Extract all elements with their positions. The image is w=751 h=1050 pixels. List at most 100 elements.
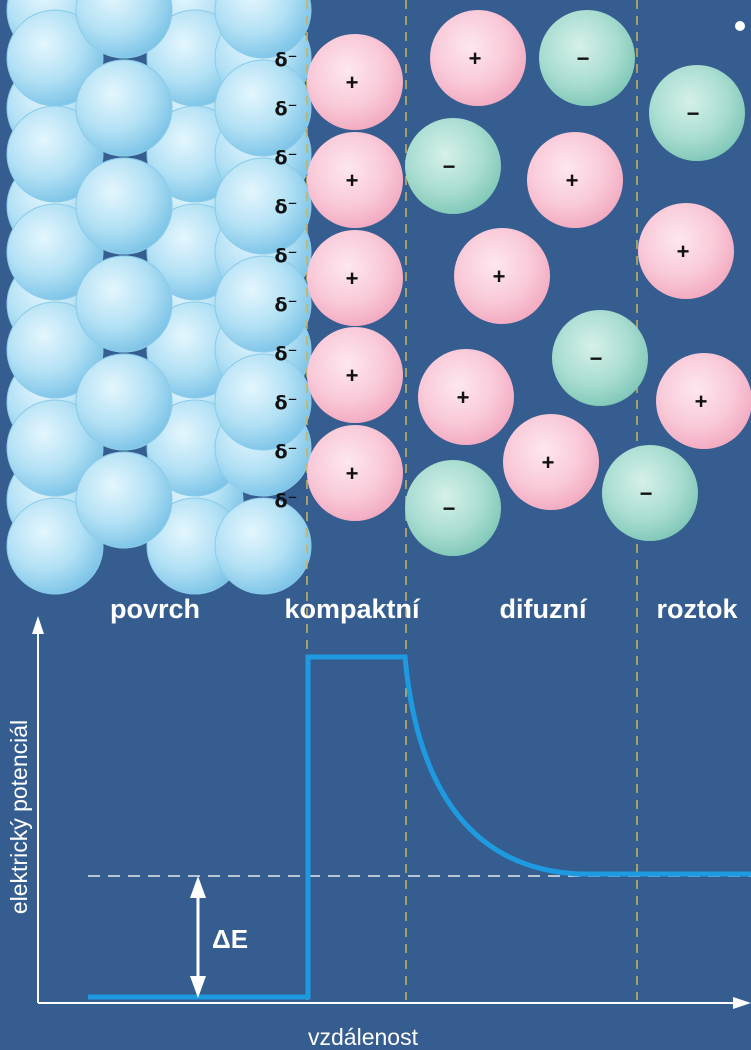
surface-charges: δ⁻ δ⁻ δ⁻ δ⁻ δ⁻ δ⁻ δ⁻ δ⁻ δ⁻ δ⁻ bbox=[274, 49, 297, 512]
anion-sphere bbox=[602, 445, 698, 541]
plus-sign: + bbox=[346, 168, 359, 193]
cation-sphere bbox=[307, 34, 403, 130]
electrode-sphere bbox=[214, 0, 312, 59]
electrode-sphere bbox=[214, 497, 312, 595]
electrode-sphere bbox=[6, 203, 104, 301]
potential-curve bbox=[88, 654, 751, 1000]
x-axis-arrow-icon bbox=[733, 997, 751, 1009]
plus-sign: + bbox=[457, 385, 470, 410]
electrode-surface bbox=[6, 0, 312, 595]
cation-sphere bbox=[307, 425, 403, 521]
cation-sphere bbox=[638, 203, 734, 299]
plus-sign: + bbox=[469, 46, 482, 71]
minus-sign: − bbox=[687, 101, 700, 126]
arrow-up-icon bbox=[190, 876, 206, 898]
electrode-sphere bbox=[75, 353, 173, 451]
cation: + bbox=[418, 349, 514, 445]
delta-minus-charge: δ⁻ bbox=[274, 392, 297, 414]
bullet-dot bbox=[735, 21, 745, 31]
plus-sign: + bbox=[566, 168, 579, 193]
cation: + bbox=[307, 132, 403, 228]
plot-axes bbox=[32, 616, 751, 1009]
cation: + bbox=[527, 132, 623, 228]
electrode-sphere bbox=[6, 497, 104, 595]
delta-minus-charge: δ⁻ bbox=[274, 245, 297, 267]
anion-sphere bbox=[552, 310, 648, 406]
delta-minus-charge: δ⁻ bbox=[274, 343, 297, 365]
anion: − bbox=[539, 10, 635, 106]
anion-sphere bbox=[405, 118, 501, 214]
cation: + bbox=[656, 353, 751, 449]
cation-sphere bbox=[527, 132, 623, 228]
plus-sign: + bbox=[542, 450, 555, 475]
minus-sign: − bbox=[443, 496, 456, 521]
electrode-sphere bbox=[75, 0, 173, 59]
zone-label-roztok: roztok bbox=[657, 594, 739, 624]
electrode-sphere bbox=[214, 255, 312, 353]
cation-sphere bbox=[307, 327, 403, 423]
cation-sphere bbox=[503, 414, 599, 510]
plus-sign: + bbox=[346, 70, 359, 95]
minus-sign: − bbox=[443, 154, 456, 179]
electrode-sphere bbox=[75, 157, 173, 255]
plus-sign: + bbox=[346, 363, 359, 388]
plus-sign: + bbox=[677, 239, 690, 264]
plus-sign: + bbox=[346, 461, 359, 486]
anion: − bbox=[405, 460, 501, 556]
anion: − bbox=[602, 445, 698, 541]
delta-e-label: ΔE bbox=[212, 924, 248, 954]
cation: + bbox=[307, 425, 403, 521]
anion-sphere bbox=[405, 460, 501, 556]
x-axis-label: vzdálenost bbox=[308, 1024, 419, 1050]
cation-sphere bbox=[307, 230, 403, 326]
minus-sign: − bbox=[577, 46, 590, 71]
anion: − bbox=[552, 310, 648, 406]
arrow-down-icon bbox=[190, 976, 206, 998]
cation-sphere bbox=[454, 228, 550, 324]
zone-label-povrch: povrch bbox=[110, 594, 200, 624]
minus-sign: − bbox=[590, 346, 603, 371]
minus-sign: − bbox=[640, 481, 653, 506]
delta-minus-charge: δ⁻ bbox=[274, 98, 297, 120]
delta-minus-charge: δ⁻ bbox=[274, 490, 297, 512]
plus-sign: + bbox=[695, 389, 708, 414]
delta-minus-charge: δ⁻ bbox=[274, 49, 297, 71]
anion: − bbox=[405, 118, 501, 214]
delta-e-arrow bbox=[190, 876, 206, 998]
electrode-sphere bbox=[214, 157, 312, 255]
cation: + bbox=[307, 230, 403, 326]
cation: + bbox=[430, 10, 526, 106]
electrode-sphere bbox=[214, 59, 312, 157]
electrode-sphere bbox=[75, 59, 173, 157]
cation: + bbox=[307, 327, 403, 423]
y-axis-label: elektrický potenciál bbox=[6, 720, 32, 914]
plus-sign: + bbox=[493, 264, 506, 289]
electrode-sphere bbox=[214, 353, 312, 451]
cation-sphere bbox=[656, 353, 751, 449]
zone-label-difuzni: difuzní bbox=[500, 594, 588, 624]
cation: + bbox=[307, 34, 403, 130]
cation-sphere bbox=[430, 10, 526, 106]
y-axis-arrow-icon bbox=[32, 616, 44, 634]
cation: + bbox=[503, 414, 599, 510]
delta-minus-charge: δ⁻ bbox=[274, 196, 297, 218]
delta-minus-charge: δ⁻ bbox=[274, 294, 297, 316]
electrode-sphere bbox=[6, 105, 104, 203]
delta-minus-charge: δ⁻ bbox=[274, 147, 297, 169]
anion: − bbox=[649, 65, 745, 161]
zone-label-kompaktni: kompaktní bbox=[284, 594, 421, 624]
cation-sphere bbox=[418, 349, 514, 445]
electrode-sphere bbox=[6, 399, 104, 497]
plus-sign: + bbox=[346, 266, 359, 291]
electrode-sphere bbox=[75, 255, 173, 353]
anion-sphere bbox=[539, 10, 635, 106]
electrode-sphere bbox=[75, 451, 173, 549]
cation: + bbox=[638, 203, 734, 299]
delta-minus-charge: δ⁻ bbox=[274, 441, 297, 463]
electrode-sphere bbox=[6, 301, 104, 399]
cation: + bbox=[454, 228, 550, 324]
ions: + + + + + + + + + + − − − − − + + − bbox=[307, 10, 751, 556]
anion-sphere bbox=[649, 65, 745, 161]
